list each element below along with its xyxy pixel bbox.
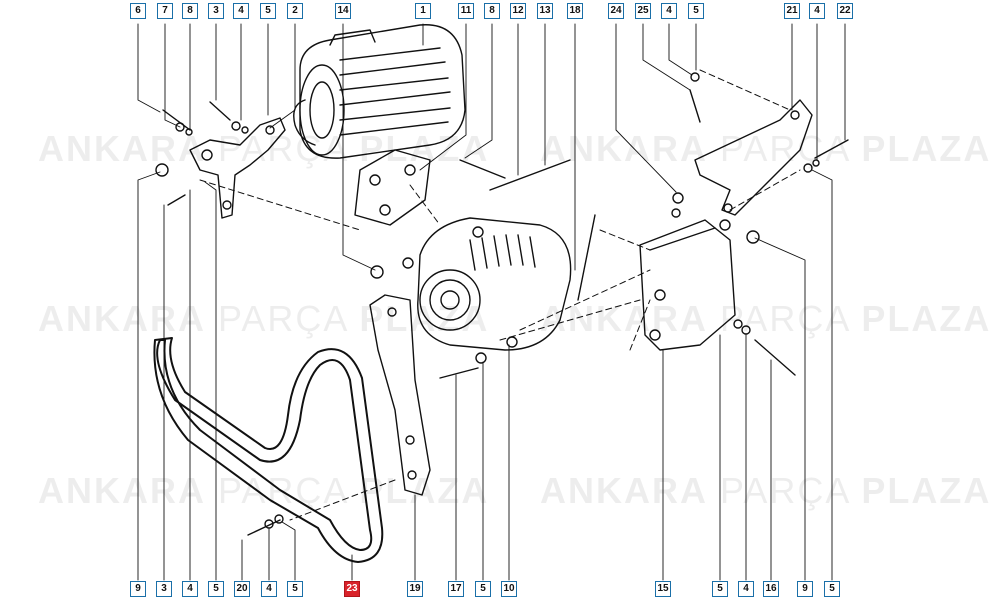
assembly-lines xyxy=(199,69,801,521)
adjusting-link-shape xyxy=(369,294,431,496)
callout-top-12: 13 xyxy=(537,3,553,19)
callout-top-20: 22 xyxy=(837,3,853,19)
callout-top-13: 18 xyxy=(567,3,583,19)
callout-bottom-1: 3 xyxy=(156,581,172,597)
callout-top-0: 6 xyxy=(130,3,146,19)
callout-top-1: 7 xyxy=(157,3,173,19)
callout-bottom-8: 19 xyxy=(407,581,423,597)
left-bracket-shape xyxy=(189,117,286,219)
callout-top-17: 5 xyxy=(688,3,704,19)
callout-top-11: 12 xyxy=(510,3,526,19)
callout-top-6: 2 xyxy=(287,3,303,19)
callout-bottom-6: 5 xyxy=(287,581,303,597)
callout-top-5: 5 xyxy=(260,3,276,19)
right-housing-shape xyxy=(639,219,736,351)
callout-top-10: 8 xyxy=(484,3,500,19)
callout-top-18: 21 xyxy=(784,3,800,19)
callout-top-8: 1 xyxy=(415,3,431,19)
callout-top-4: 4 xyxy=(233,3,249,19)
callout-bottom-0: 9 xyxy=(130,581,146,597)
leader-lines xyxy=(137,23,846,581)
callout-top-16: 4 xyxy=(661,3,677,19)
callout-bottom-15: 16 xyxy=(763,581,779,597)
callout-top-14: 24 xyxy=(608,3,624,19)
callout-bottom-14: 4 xyxy=(738,581,754,597)
callout-bottom-13: 5 xyxy=(712,581,728,597)
bolts-shape xyxy=(162,89,849,536)
alternator-shape xyxy=(402,217,572,351)
drive-belt-shape xyxy=(153,337,384,563)
callout-top-7: 14 xyxy=(335,3,351,19)
starter-motor-shape xyxy=(293,24,466,159)
callout-top-19: 4 xyxy=(809,3,825,19)
callout-bottom-3: 5 xyxy=(208,581,224,597)
callout-top-15: 25 xyxy=(635,3,651,19)
callout-bottom-9: 17 xyxy=(448,581,464,597)
callout-top-3: 3 xyxy=(208,3,224,19)
mounting-plate-shape xyxy=(354,149,431,226)
callout-bottom-17: 5 xyxy=(824,581,840,597)
right-top-bracket-shape xyxy=(694,99,813,216)
callout-bottom-4: 20 xyxy=(234,581,250,597)
callout-bottom-16: 9 xyxy=(797,581,813,597)
callout-top-9: 11 xyxy=(458,3,474,19)
callout-bottom-7: 23 xyxy=(344,581,360,597)
callout-bottom-5: 4 xyxy=(261,581,277,597)
callout-bottom-12: 15 xyxy=(655,581,671,597)
callout-top-2: 8 xyxy=(182,3,198,19)
callout-bottom-10: 5 xyxy=(475,581,491,597)
callout-bottom-11: 10 xyxy=(501,581,517,597)
callout-bottom-2: 4 xyxy=(182,581,198,597)
